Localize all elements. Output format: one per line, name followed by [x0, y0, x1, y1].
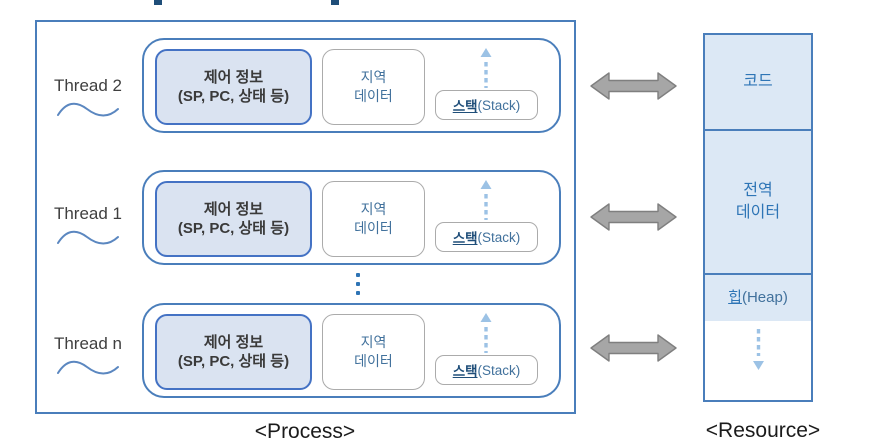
resource-global-data-section: 전역 데이터: [705, 131, 811, 275]
wavy-line-icon: [57, 102, 119, 117]
stack-label-en: (Stack): [477, 229, 521, 245]
thread-n-label: Thread n: [36, 334, 140, 378]
dashed-up-arrow-icon: [480, 48, 492, 88]
control-info-box: 제어 정보 (SP, PC, 상태 등): [155, 181, 312, 257]
dashed-up-arrow-icon: [480, 180, 492, 220]
resource-column: 코드 전역 데이터 힙(Heap): [703, 33, 813, 402]
wavy-line-icon: [57, 230, 119, 245]
local-data-line1: 지역: [360, 334, 387, 351]
stack-label-en: (Stack): [477, 97, 521, 113]
thread-row-n: 제어 정보 (SP, PC, 상태 등) 지역 데이터 스택 (Stack): [142, 303, 561, 398]
resource-heap-section: 힙(Heap): [705, 275, 811, 321]
local-data-line1: 지역: [360, 201, 387, 218]
resource-code-section: 코드: [705, 35, 811, 131]
stack-label-ko: 스택: [452, 364, 478, 379]
dashed-up-arrow-icon: [480, 313, 492, 353]
global-data-line1: 전역: [743, 182, 773, 200]
control-info-line1: 제어 정보: [203, 200, 264, 218]
control-info-line2: (SP, PC, 상태 등): [177, 88, 290, 105]
control-info-line2: (SP, PC, 상태 등): [177, 220, 290, 237]
local-data-line2: 데이터: [354, 88, 393, 104]
control-info-line2: (SP, PC, 상태 등): [177, 353, 290, 370]
resource-free-space-section: [705, 321, 811, 400]
stack-label-ko: 스택: [452, 99, 478, 114]
thread-2-label: Thread 2: [36, 76, 140, 120]
code-label: 코드: [743, 73, 773, 91]
thread-label-text: Thread 1: [53, 204, 123, 223]
resource-caption: <Resource>: [705, 419, 821, 442]
stack-box: 스택 (Stack): [435, 222, 538, 252]
global-data-line2: 데이터: [735, 204, 781, 221]
thread-label-text: Thread 2: [53, 76, 123, 95]
local-data-line2: 데이터: [354, 220, 393, 236]
dashed-down-arrow-icon: [752, 329, 764, 370]
heap-label-ko: 힙: [728, 288, 742, 306]
control-info-box: 제어 정보 (SP, PC, 상태 등): [155, 49, 312, 125]
thread-label-text: Thread n: [53, 334, 123, 353]
stack-label-en: (Stack): [477, 362, 521, 378]
double-arrow-icon: [590, 72, 677, 100]
stack-box: 스택 (Stack): [435, 90, 538, 120]
process-caption: <Process>: [254, 420, 356, 443]
local-data-box: 지역 데이터: [322, 181, 425, 257]
wavy-line-icon: [57, 360, 119, 375]
control-info-box: 제어 정보 (SP, PC, 상태 등): [155, 314, 312, 390]
stack-box: 스택 (Stack): [435, 355, 538, 385]
control-info-line1: 제어 정보: [203, 68, 264, 86]
local-data-box: 지역 데이터: [322, 49, 425, 125]
heap-label-en: (Heap): [741, 288, 788, 306]
control-info-line1: 제어 정보: [203, 333, 264, 351]
thread-1-label: Thread 1: [36, 204, 140, 248]
double-arrow-icon: [590, 203, 677, 231]
stack-label-ko: 스택: [452, 231, 478, 246]
local-data-box: 지역 데이터: [322, 314, 425, 390]
cropped-text-fragment: [154, 0, 162, 5]
local-data-line2: 데이터: [354, 353, 393, 369]
cropped-text-fragment: [331, 0, 339, 5]
vertical-ellipsis-icon: [356, 273, 360, 295]
local-data-line1: 지역: [360, 69, 387, 86]
thread-row-1: 제어 정보 (SP, PC, 상태 등) 지역 데이터 스택 (Stack): [142, 170, 561, 265]
double-arrow-icon: [590, 334, 677, 362]
thread-row-2: 제어 정보 (SP, PC, 상태 등) 지역 데이터 스택 (Stack): [142, 38, 561, 133]
